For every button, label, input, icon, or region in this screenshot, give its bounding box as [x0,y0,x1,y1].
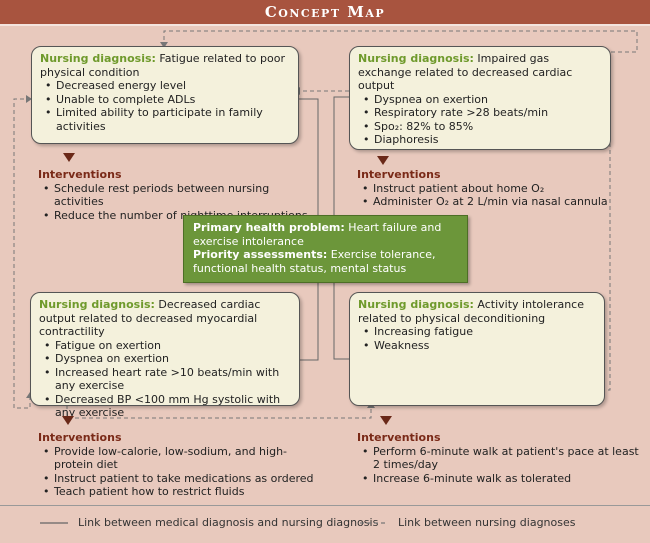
diagnosis-list: Increasing fatigue Weakness [358,325,596,352]
list-item: Administer O₂ at 2 L/min via nasal cannu… [357,195,642,209]
list-item: Fatigue on exertion [39,339,291,353]
interventions-list: Perform 6-minute walk at patient's pace … [357,445,642,486]
list-item: Increased heart rate >10 beats/min with … [39,366,291,393]
legend-solid-label: Link between medical diagnosis and nursi… [78,516,379,529]
interventions-cardiac-output: Interventions Provide low-calorie, low-s… [38,431,323,499]
diagnosis-heading: Nursing diagnosis: Fatigue related to po… [40,52,290,79]
interventions-title: Interventions [357,431,441,444]
list-item: Perform 6-minute walk at patient's pace … [357,445,642,472]
list-item: Provide low-calorie, low-sodium, and hig… [38,445,323,472]
interventions-list: Instruct patient about home O₂ Administe… [357,182,642,209]
solid-link-top-right [333,96,349,215]
solid-line-legend-icon [40,522,68,524]
header-divider [0,24,650,26]
diagnosis-heading: Nursing diagnosis: Decreased cardiac out… [39,298,291,339]
diagnosis-title: Activity intolerance related to physical… [358,298,584,325]
down-arrow-icon [377,156,389,165]
dashed-line-legend-icon [360,522,388,524]
diagnosis-box-activity-intolerance: Nursing diagnosis: Activity intolerance … [349,292,605,406]
diagnosis-heading: Nursing diagnosis: Activity intolerance … [358,298,596,325]
footer-divider [0,505,650,506]
diagnosis-list: Dyspnea on exertion Respiratory rate >28… [358,93,602,147]
primary-health-problem-box: Primary health problem: Heart failure an… [183,215,468,283]
dashed-link-left [13,98,31,409]
list-item: Dyspnea on exertion [39,352,291,366]
down-arrow-icon [63,153,75,162]
list-item: Limited ability to participate in family… [40,106,290,133]
list-item: Instruct patient about home O₂ [357,182,642,196]
diagnosis-list: Fatigue on exertion Dyspnea on exertion … [39,339,291,420]
list-item: Increasing fatigue [358,325,596,339]
interventions-title: Interventions [38,431,122,444]
list-item: Unable to complete ADLs [40,93,290,107]
solid-link-bottom-right [333,283,349,360]
interventions-title: Interventions [38,168,122,181]
list-item: Instruct patient to take medications as … [38,472,323,486]
diagnosis-title: Fatigue related to poor physical conditi… [40,52,285,79]
primary-health-problem: Primary health problem: Heart failure an… [193,221,458,248]
interventions-activity-intolerance: Interventions Perform 6-minute walk at p… [357,431,642,485]
diagnosis-label: Nursing diagnosis: [358,52,474,65]
list-item: Dyspnea on exertion [358,93,602,107]
interventions-gas-exchange: Interventions Instruct patient about hom… [357,168,642,209]
dashed-link-right [605,122,611,391]
list-item: Decreased energy level [40,79,290,93]
list-item: Diaphoresis [358,133,602,147]
list-item: Weakness [358,339,596,353]
list-item: Teach patient how to restrict fluids [38,485,323,499]
down-arrow-icon [62,416,74,425]
primary-problem-text: Heart failure and exercise intolerance [193,221,442,248]
down-arrow-icon [380,416,392,425]
diagnosis-label: Nursing diagnosis: [40,52,156,65]
diagnosis-title: Decreased cardiac output related to decr… [39,298,261,338]
diagnosis-label: Nursing diagnosis: [358,298,474,311]
priority-assessments: Priority assessments: Exercise tolerance… [193,248,458,275]
list-item: Respiratory rate >28 beats/min [358,106,602,120]
dashed-arrowhead-top [160,42,168,48]
diagnosis-box-gas-exchange: Nursing diagnosis: Impaired gas exchange… [349,46,611,150]
list-item: Spo₂: 82% to 85% [358,120,602,134]
list-item: Decreased BP <100 mm Hg systolic with an… [39,393,291,420]
legend-dashed-label: Link between nursing diagnoses [398,516,576,529]
solid-link-bottom-left [300,283,319,361]
list-item: Increase 6-minute walk as tolerated [357,472,642,486]
interventions-fatigue: Interventions Schedule rest periods betw… [38,168,318,222]
priority-assessments-label: Priority assessments: [193,248,328,261]
diagnosis-label: Nursing diagnosis: [39,298,155,311]
interventions-list: Provide low-calorie, low-sodium, and hig… [38,445,323,499]
diagnosis-box-cardiac-output: Nursing diagnosis: Decreased cardiac out… [30,292,300,419]
interventions-title: Interventions [357,168,441,181]
concept-map-title: Concept Map [0,0,650,24]
dashed-arrowhead-left [26,95,32,103]
diagnosis-title: Impaired gas exchange related to decreas… [358,52,573,92]
diagnosis-list: Decreased energy level Unable to complet… [40,79,290,133]
dashed-link-top [163,30,638,53]
primary-problem-label: Primary health problem: [193,221,345,234]
list-item: Schedule rest periods between nursing ac… [38,182,318,209]
priority-assessments-text: Exercise tolerance, functional health st… [193,248,436,275]
diagnosis-box-fatigue: Nursing diagnosis: Fatigue related to po… [31,46,299,144]
solid-link-top-left [299,98,319,215]
diagnosis-heading: Nursing diagnosis: Impaired gas exchange… [358,52,602,93]
